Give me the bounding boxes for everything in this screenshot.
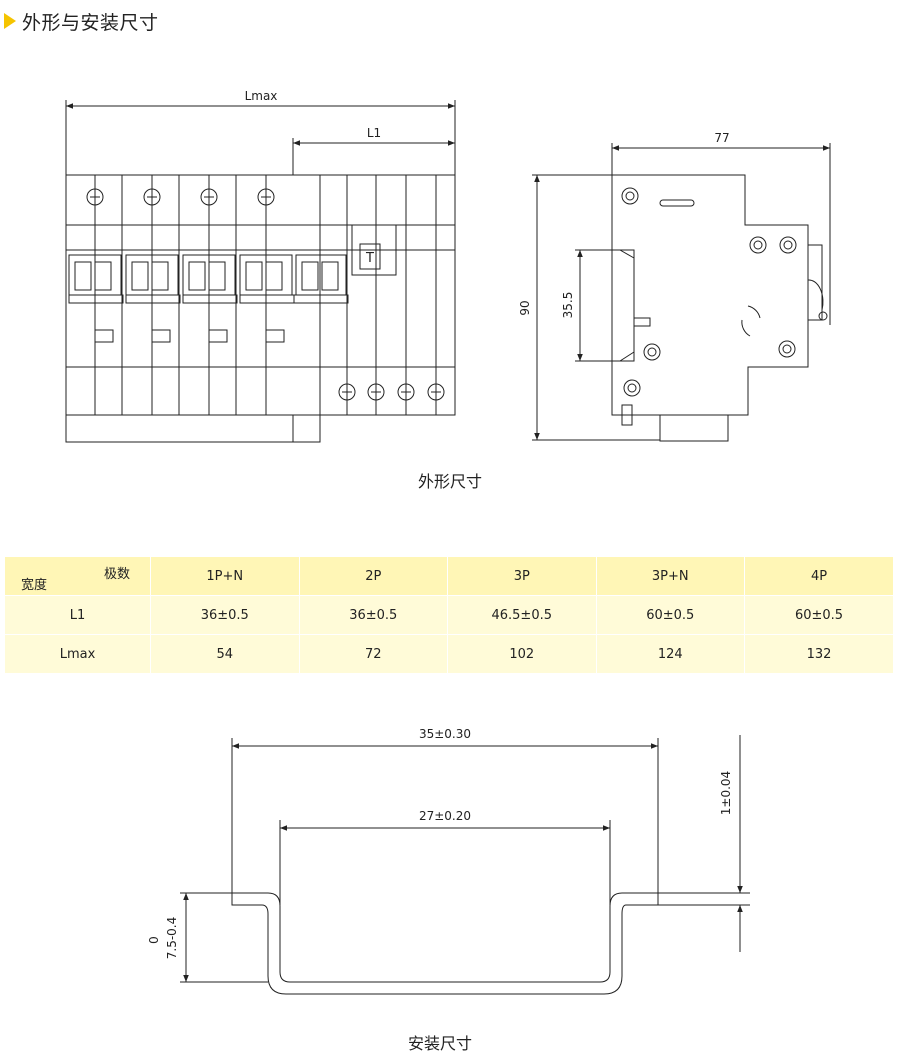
rail-profile [231,892,659,995]
front-view [65,100,456,443]
rail-caption: 安装尺寸 [407,1034,472,1053]
table-cell: 46.5±0.5 [447,595,596,635]
height-tolerance-label: 0 [147,936,161,944]
test-button [359,243,381,270]
table-row: Lmax 54 72 102 124 132 [4,634,893,674]
toggle-handle-icons [68,254,349,304]
side-view [532,143,831,442]
depth-35-5-label: 35.5 [561,292,575,319]
test-button-label: T [365,251,374,266]
column-header: 2P [298,557,448,596]
table-header-row: 极数 宽度 1P+N 2P 3P 3P+N 4P [4,557,893,596]
table-cell: 102 [447,634,596,674]
triangle-bullet-icon [4,13,16,29]
outline-drawing: Lmax L1 T 77 90 35.5 [65,89,831,443]
table-corner-cell: 极数 宽度 [4,557,151,596]
l1-label: L1 [367,126,381,140]
height-label: 7.5-0.4 [165,917,179,960]
table-cell: 72 [298,634,448,674]
height-90-label: 90 [518,300,532,315]
thickness-label: 1±0.04 [719,771,733,815]
table-cell: 36±0.5 [298,595,448,635]
column-header: 3P+N [595,557,745,596]
column-header: 3P [447,557,596,596]
inner-width-label: 27±0.20 [419,809,471,823]
table-cell: 60±0.5 [595,595,745,635]
dimension-table: 极数 宽度 1P+N 2P 3P 3P+N 4P L1 36±0.5 36±0.… [4,557,893,674]
table-cell: 124 [595,634,745,674]
row-label: L1 [4,595,151,635]
column-header: 1P+N [150,557,299,596]
bottom-screw-icons [338,383,445,401]
section-title: 外形与安装尺寸 [22,11,159,34]
table-row: L1 36±0.5 36±0.5 46.5±0.5 60±0.5 60±0.5 [4,595,893,635]
rail-drawing: 35±0.30 27±0.20 1±0.04 7.5-0.4 0 [147,727,750,995]
poles-label: 极数 [103,567,130,582]
outline-caption: 外形尺寸 [417,472,482,491]
table-cell: 60±0.5 [744,595,893,635]
row-label: Lmax [4,634,151,674]
section-header: 外形与安装尺寸 [0,6,159,36]
outer-width-label: 35±0.30 [419,727,471,741]
table-cell: 132 [744,634,893,674]
width-label: 宽度 [21,578,48,593]
table-cell: 54 [150,634,299,674]
top-screw-icons [86,188,275,206]
table-cell: 36±0.5 [150,595,299,635]
column-header: 4P [744,557,893,596]
lmax-label: Lmax [245,89,278,103]
width-77-label: 77 [714,131,729,145]
